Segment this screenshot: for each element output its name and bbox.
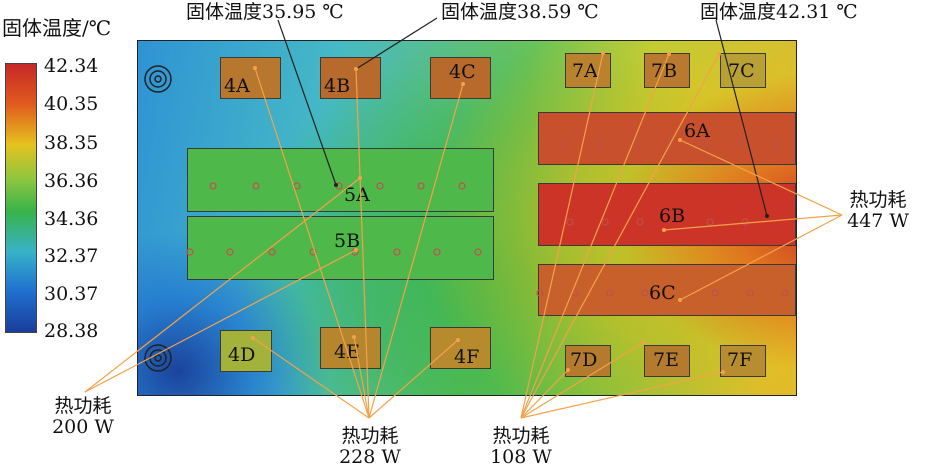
label-5B: 5B	[334, 230, 361, 252]
component-6A	[538, 112, 796, 165]
label-4A: 4A	[224, 75, 250, 97]
legend-tick: 30.37	[44, 283, 99, 305]
label-7E: 7E	[653, 349, 679, 371]
component-7A	[565, 53, 611, 88]
component-5B	[187, 216, 494, 280]
mounting-hole-top	[144, 65, 172, 93]
color-scale-bar	[5, 63, 37, 333]
component-4A	[220, 57, 281, 99]
label-5A: 5A	[344, 184, 370, 206]
annotation-228w: 热功耗 228 W	[315, 426, 425, 468]
component-7E	[644, 345, 690, 377]
legend-tick: 42.34	[44, 55, 99, 77]
legend-tick: 40.35	[44, 93, 99, 115]
annotation-label: 热功耗	[54, 395, 112, 417]
label-4B: 4B	[324, 75, 351, 97]
probe-label-1: 固体温度35.95 ℃	[186, 1, 344, 23]
annotation-200w: 热功耗 200 W	[28, 396, 138, 438]
annotation-value: 108 W	[490, 446, 552, 468]
component-4B	[320, 57, 381, 99]
component-4D	[220, 330, 272, 372]
component-7F	[720, 345, 766, 377]
label-6C: 6C	[649, 282, 676, 304]
legend-tick: 36.36	[44, 170, 99, 192]
label-7B: 7B	[651, 60, 678, 82]
label-4F: 4F	[454, 346, 480, 368]
probe-label-2: 固体温度38.59 ℃	[441, 1, 599, 23]
component-5A	[187, 148, 494, 212]
label-4D: 4D	[228, 344, 256, 366]
annotation-value: 447 W	[847, 210, 909, 232]
annotation-label: 热功耗	[849, 189, 907, 211]
legend-tick: 32.37	[44, 245, 99, 267]
component-6B	[538, 183, 796, 246]
annotation-label: 热功耗	[341, 425, 399, 447]
component-4F	[430, 327, 491, 369]
legend-tick: 28.38	[44, 320, 99, 342]
annotation-value: 228 W	[339, 446, 401, 468]
label-7A: 7A	[572, 60, 598, 82]
legend-tick: 38.35	[44, 132, 99, 154]
component-7C	[720, 53, 766, 88]
label-4C: 4C	[449, 61, 476, 83]
probe-label-3: 固体温度42.31 ℃	[700, 1, 858, 23]
annotation-108w: 热功耗 108 W	[466, 426, 576, 468]
annotation-447w: 热功耗 447 W	[830, 190, 926, 232]
annotation-label: 热功耗	[492, 425, 550, 447]
label-6A: 6A	[684, 120, 710, 142]
label-7F: 7F	[727, 349, 753, 371]
legend-tick: 34.36	[44, 208, 99, 230]
annotation-value: 200 W	[52, 416, 114, 438]
label-7C: 7C	[728, 60, 755, 82]
legend-title: 固体温度/℃	[2, 16, 112, 40]
label-7D: 7D	[570, 349, 598, 371]
label-6B: 6B	[659, 205, 686, 227]
